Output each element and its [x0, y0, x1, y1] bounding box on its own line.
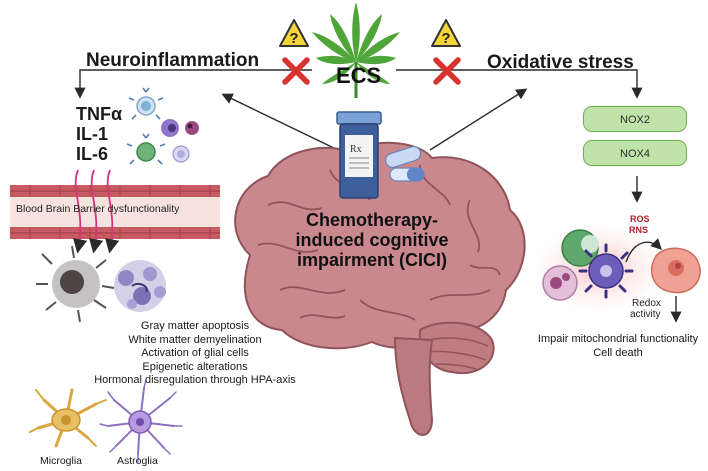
immune-cell-icon — [126, 87, 199, 165]
effect-item: White matter demyelination — [128, 333, 262, 346]
microglia-label: Microglia — [40, 455, 83, 467]
warning-icon: ? — [431, 19, 461, 47]
cytokine-arrows — [73, 169, 120, 254]
nox2-box: NOX2 — [583, 106, 687, 132]
svg-text:?: ? — [441, 30, 450, 47]
outcome-line: Cell death — [593, 347, 643, 359]
demyelinated-cell-icon — [114, 260, 166, 312]
effect-item: Activation of glial cells — [141, 347, 249, 360]
cytokine-il6: IL-6 — [76, 144, 109, 164]
apoptotic-cell-icon — [36, 245, 115, 323]
effect-item: Epigenetic alterations — [142, 360, 248, 373]
oxidative-cells — [522, 216, 701, 320]
brain-icon — [234, 141, 526, 436]
cytokine-tnf: TNFα — [76, 104, 123, 124]
capsule-icon — [384, 146, 425, 182]
rns-label: RNS — [629, 225, 649, 235]
cici-title: Chemotherapy- induced cognitive impairme… — [292, 210, 452, 270]
neuroinflammation-heading: Neuroinflammation — [86, 50, 260, 71]
pill-bottle-icon: Rx — [336, 111, 382, 199]
arrow-to-oxidative-stress — [429, 88, 528, 151]
oxidative-stress-heading: Oxidative stress — [487, 52, 634, 73]
cici-line: induced cognitive — [295, 230, 449, 250]
astroglia-icon — [99, 379, 183, 463]
effect-item: Gray matter apoptosis — [140, 320, 250, 332]
cross-icon — [433, 57, 461, 85]
oxidative-outcome: Impair mitochondrial functionality Cell … — [528, 332, 708, 360]
astroglia-label: Astroglia — [117, 455, 158, 467]
nox4-box: NOX4 — [583, 140, 687, 166]
activated-microglia-icon — [578, 243, 634, 299]
pill-label: Rx — [350, 144, 362, 155]
neuro-effects-list: Gray matter apoptosis White matter demye… — [0, 320, 390, 388]
blood-brain-barrier — [10, 185, 220, 239]
target-cell-icon — [651, 247, 701, 294]
effect-item: Hormonal disregulation through HPA-axis — [94, 374, 296, 387]
cytokine-il1: IL-1 — [76, 124, 109, 144]
cici-line: impairment (CICI) — [296, 250, 447, 270]
cross-icon — [282, 57, 310, 85]
arrow-to-neuroinflammation — [221, 93, 339, 151]
redox-label-line2: activity — [630, 309, 661, 320]
redox-label-line1: Redox — [632, 298, 661, 309]
ros-label: ROS — [630, 214, 650, 224]
microglia-icon — [29, 388, 107, 448]
svg-text:?: ? — [289, 30, 298, 47]
right-connector — [396, 69, 643, 99]
left-connector — [74, 69, 312, 99]
cici-line: Chemotherapy- — [305, 210, 439, 230]
outcome-line: Impair mitochondrial functionality — [537, 333, 699, 345]
ecs-label: ECS — [336, 63, 382, 88]
redox-arrow — [625, 238, 662, 263]
cannabis-leaf-icon — [312, 2, 400, 98]
warning-icon: ? — [279, 19, 309, 47]
bbb-label: Blood Brain Barrier dysfunctionality — [16, 203, 180, 215]
